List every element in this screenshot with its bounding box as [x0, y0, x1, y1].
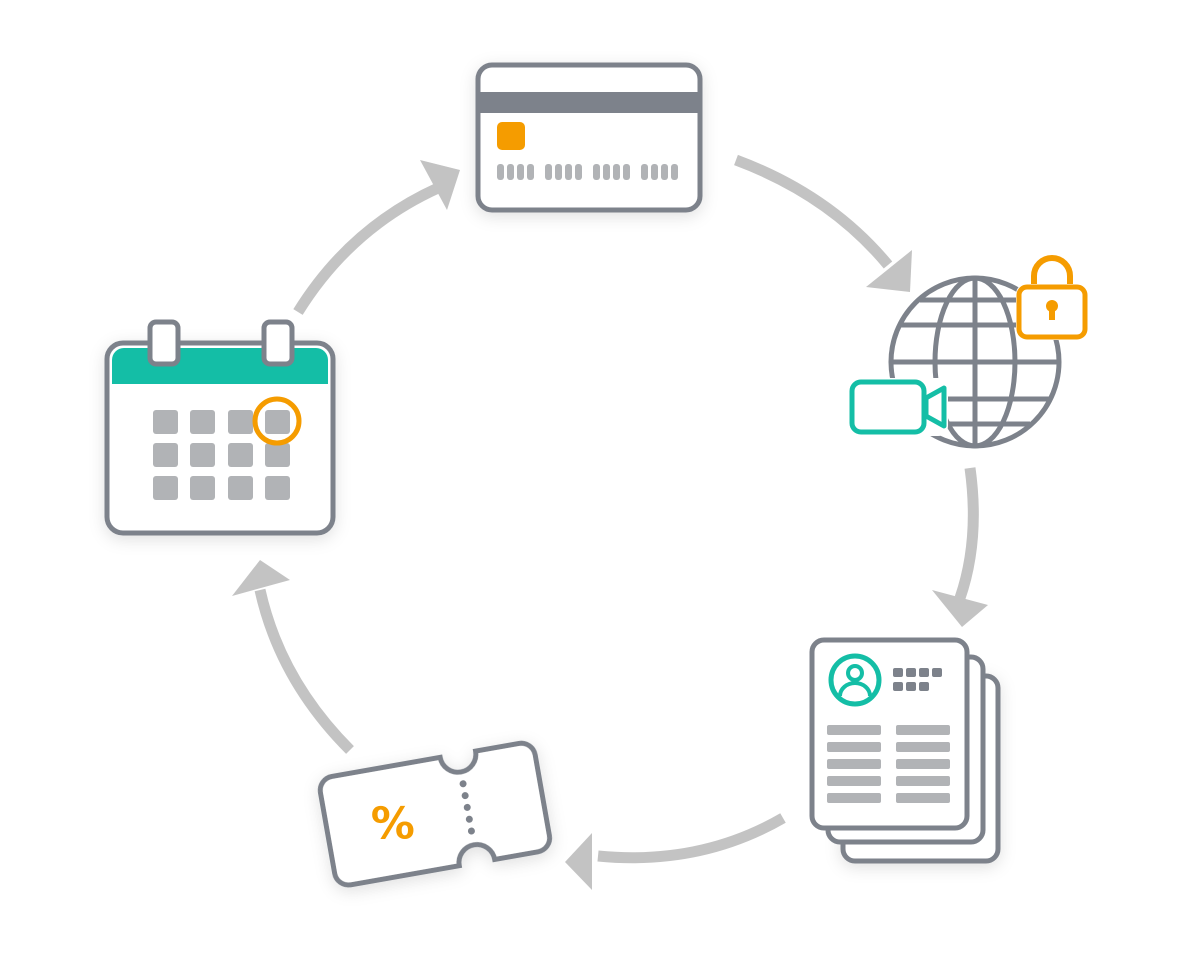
card-digit [671, 164, 678, 180]
calendar-icon [104, 319, 336, 536]
text-line [896, 742, 950, 752]
calendar-day [265, 410, 290, 434]
text-line [896, 793, 950, 803]
documents-icon [809, 637, 1001, 864]
card-digit [565, 164, 572, 180]
card-digit [623, 164, 630, 180]
arrow-card-to-globe [734, 154, 893, 269]
calendar-day [190, 443, 215, 467]
document-header-blocks [893, 668, 942, 691]
coupon-perforation [459, 780, 475, 835]
calendar-day [190, 476, 215, 500]
calendar-ring [147, 319, 181, 367]
card-digit [593, 164, 600, 180]
arrowhead-icon [866, 250, 912, 292]
card-digit [497, 164, 504, 180]
calendar-day [228, 476, 253, 500]
cycle-arrows [254, 154, 979, 864]
arrow-globe-to-documents [954, 467, 979, 600]
text-line [896, 725, 950, 735]
card-digit [545, 164, 552, 180]
card-chip [497, 122, 525, 150]
credit-card-icon [475, 62, 703, 213]
calendar-day [153, 476, 178, 500]
arrow-coupon-to-calendar [254, 588, 354, 754]
card-digit [575, 164, 582, 180]
calendar-days [153, 410, 290, 500]
card-number [497, 164, 678, 180]
text-line [827, 725, 881, 735]
card-digit [555, 164, 562, 180]
card-digit [651, 164, 658, 180]
arrow-calendar-to-card [293, 182, 441, 315]
selected-date-highlight [252, 396, 302, 446]
calendar-day [265, 476, 290, 500]
card-digit [517, 164, 524, 180]
text-line [827, 759, 881, 769]
arrowhead-icon [565, 833, 592, 890]
calendar-day [265, 443, 290, 467]
arrowhead-icon [932, 590, 988, 627]
percent-symbol: % [371, 799, 415, 850]
text-line [827, 776, 881, 786]
calendar-day [153, 443, 178, 467]
calendar-day [190, 410, 215, 434]
card-digit [507, 164, 514, 180]
card-digit [661, 164, 668, 180]
text-line [827, 742, 881, 752]
calendar-day [228, 443, 253, 467]
arrowheads [232, 160, 988, 890]
card-digit [603, 164, 610, 180]
text-line [827, 793, 881, 803]
arrow-documents-to-coupon [597, 813, 786, 864]
secure-video-globe-icon [848, 255, 1088, 449]
card-digit [641, 164, 648, 180]
calendar-header [112, 348, 328, 384]
text-line [896, 776, 950, 786]
calendar-day [228, 410, 253, 434]
lock-icon [1016, 255, 1088, 340]
video-camera-icon [848, 378, 948, 436]
card-digit [613, 164, 620, 180]
profile-avatar-icon [828, 653, 882, 707]
calendar-day [153, 410, 178, 434]
arrowhead-icon [420, 160, 460, 210]
text-line [896, 759, 950, 769]
document-text-lines [827, 725, 950, 803]
card-digit [527, 164, 534, 180]
calendar-ring [261, 319, 295, 367]
arrowhead-icon [232, 560, 290, 596]
discount-coupon-icon: % [317, 740, 553, 888]
